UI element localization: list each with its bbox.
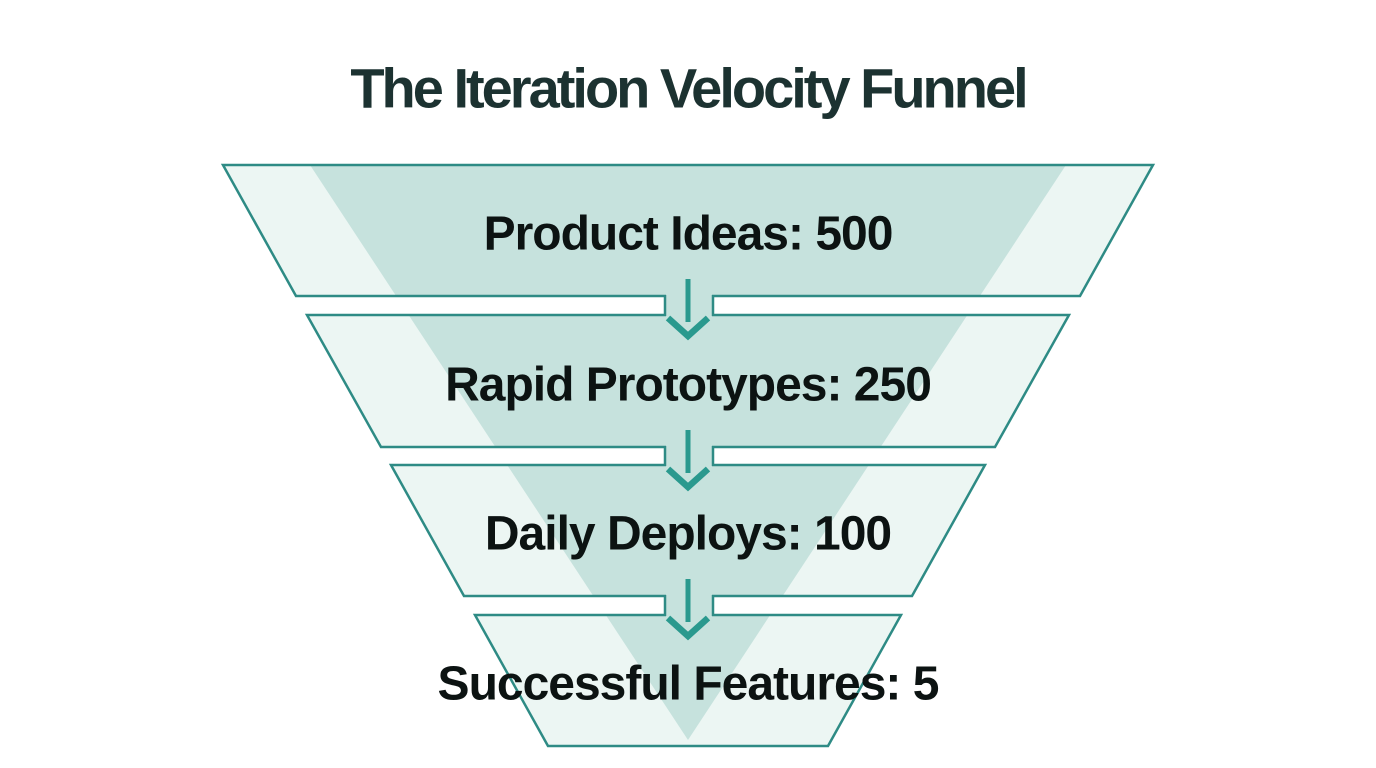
funnel-stage-label-1: Product Ideas: 500 xyxy=(484,208,893,261)
funnel-segment-1-outline xyxy=(220,163,1156,298)
funnel-stage-label-2: Rapid Prototypes: 250 xyxy=(445,359,931,412)
funnel-segment-2-outline xyxy=(304,313,1072,449)
page-title: The Iteration Velocity Funnel xyxy=(350,57,1025,120)
funnel-stage-label-3: Daily Deploys: 100 xyxy=(485,508,891,561)
funnel-stage-label-4: Successful Features: 5 xyxy=(438,658,939,711)
funnel-segment-4-outline xyxy=(472,613,904,748)
funnel-segment-3-outline xyxy=(388,463,988,598)
down-arrow-icon-2 xyxy=(665,430,711,492)
down-arrow-icon-3 xyxy=(665,579,711,641)
down-arrow-icon-1 xyxy=(665,279,711,341)
